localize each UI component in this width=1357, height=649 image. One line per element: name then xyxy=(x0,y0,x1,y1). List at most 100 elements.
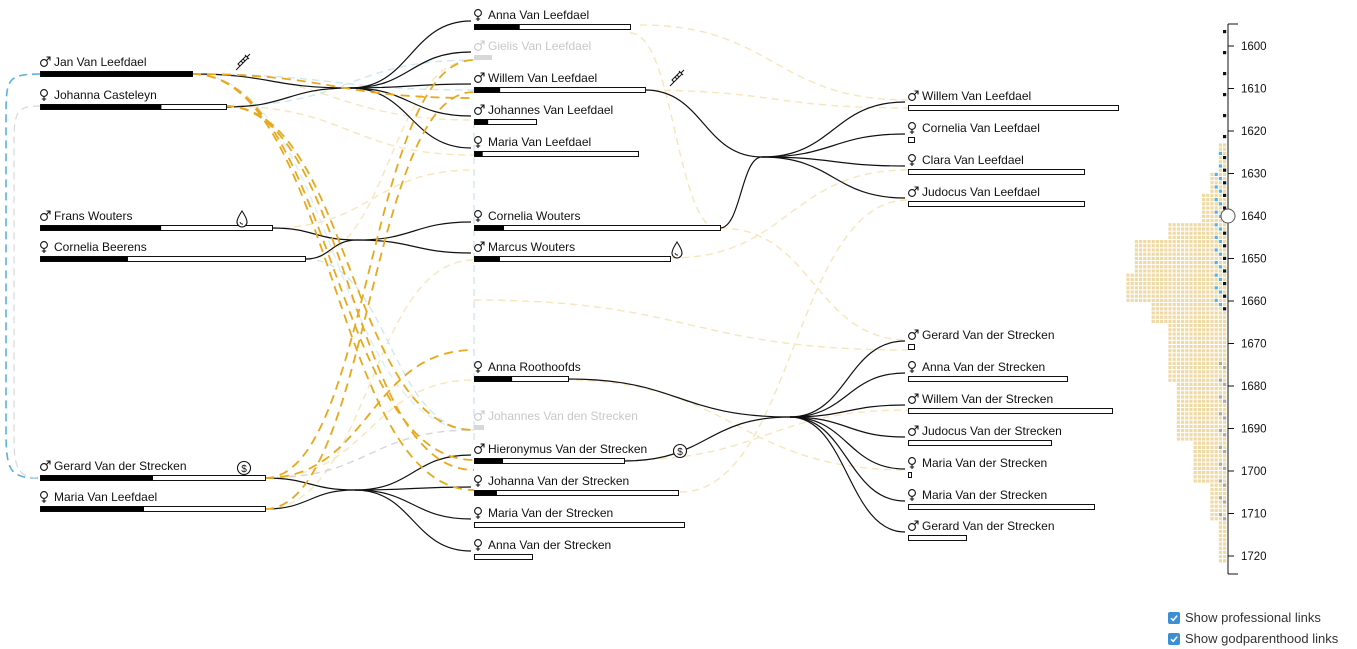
lifespan-fill xyxy=(474,119,489,125)
lifespan-fill xyxy=(474,376,513,382)
person-node[interactable]: Gielis Van Leefdael xyxy=(474,39,591,60)
background-link xyxy=(304,258,475,431)
family-link xyxy=(761,133,906,158)
male-icon xyxy=(908,90,919,101)
person-node[interactable]: Marcus Wouters xyxy=(474,240,683,262)
family-link xyxy=(789,404,906,418)
male-icon xyxy=(908,425,919,436)
female-icon xyxy=(908,361,916,373)
person-node[interactable]: Maria Van der Strecken xyxy=(908,488,1095,510)
person-name: Johannes Van Leefdael xyxy=(488,103,613,117)
lifespan-fill xyxy=(474,490,497,496)
person-node[interactable]: Anna Roothoofds xyxy=(474,360,581,382)
lifespan-bar xyxy=(908,105,1119,111)
timeline-tick-label: 1610 xyxy=(1241,84,1267,96)
background-link xyxy=(224,105,475,156)
person-node[interactable]: Frans Wouters xyxy=(40,209,273,231)
family-link xyxy=(349,87,472,117)
person-name: Johanna Van der Strecken xyxy=(488,474,629,488)
lifespan-bar xyxy=(908,376,1068,382)
background-link xyxy=(191,73,475,431)
person-node[interactable]: Jan Van Leefdael xyxy=(40,53,251,77)
background-link xyxy=(639,89,909,109)
male-icon xyxy=(908,520,919,531)
male-icon xyxy=(908,393,919,404)
person-node[interactable]: Johannes Van den Strecken xyxy=(474,409,638,430)
person-node[interactable]: Johanna Van der Strecken xyxy=(474,474,679,496)
person-node[interactable]: Gerard Van der Strecken xyxy=(908,328,1055,350)
lifespan-bar xyxy=(908,408,1113,414)
lifespan-fill xyxy=(474,24,520,30)
background-link xyxy=(264,379,475,479)
person-node[interactable]: Judocus Van Leefdael xyxy=(908,185,1085,207)
family-link xyxy=(761,101,906,158)
person-node[interactable]: Willem Van der Strecken xyxy=(908,392,1113,414)
family-link xyxy=(354,489,472,520)
godparenthood-links-toggle[interactable]: Show godparenthood links xyxy=(1168,628,1338,649)
background-link xyxy=(623,409,909,461)
person-name: Maria Van Leefdael xyxy=(54,490,157,504)
female-icon xyxy=(474,210,482,222)
person-node[interactable]: Johanna Casteleyn xyxy=(40,88,227,110)
timeline-tick-label: 1630 xyxy=(1241,169,1267,181)
person-node[interactable]: Maria Van der Strecken xyxy=(908,456,1048,478)
person-node[interactable]: Gerard Van der Strecken$ xyxy=(40,459,266,481)
male-icon xyxy=(474,241,485,252)
family-link xyxy=(354,454,472,491)
family-link xyxy=(789,372,906,418)
person-name: Hieronymus Van der Strecken xyxy=(488,442,647,456)
person-node[interactable]: Anna Van der Strecken xyxy=(474,538,612,560)
lifespan-bar xyxy=(908,137,915,143)
person-node[interactable]: Anna Van der Strecken xyxy=(908,360,1068,382)
godparenthood-links-label: Show godparenthood links xyxy=(1185,631,1339,646)
person-name: Maria Van der Strecken xyxy=(922,488,1047,502)
person-node[interactable]: Judocus Van der Strecken xyxy=(908,424,1062,446)
female-icon xyxy=(908,154,916,166)
person-node[interactable]: Willem Van Leefdael xyxy=(474,69,685,93)
lifespan-bar xyxy=(474,490,679,496)
professional-links-toggle[interactable]: Show professional links xyxy=(1168,607,1338,628)
person-node[interactable]: Hieronymus Van der Strecken $ xyxy=(474,442,688,464)
person-node[interactable]: Willem Van Leefdael xyxy=(908,89,1119,111)
timeline-tick-label: 1710 xyxy=(1241,509,1267,521)
male-icon xyxy=(40,460,51,471)
timeline-tick-label: 1650 xyxy=(1241,254,1267,266)
person-node[interactable]: Maria Van der Strecken xyxy=(474,506,685,528)
person-name: Anna Van der Strecken xyxy=(922,360,1045,374)
timeline-tick-label: 1640 xyxy=(1241,211,1267,223)
dollar-icon: $ xyxy=(672,443,688,459)
family-link xyxy=(761,156,906,167)
person-node[interactable]: Johannes Van Leefdael xyxy=(474,103,614,125)
person-node[interactable]: Cornelia Van Leefdael xyxy=(908,121,1040,143)
person-node[interactable]: Anna Van Leefdael xyxy=(474,8,631,30)
male-icon xyxy=(40,56,51,67)
professional-link xyxy=(264,349,475,479)
lifespan-fill xyxy=(40,475,153,481)
family-link xyxy=(644,89,763,158)
family-link xyxy=(264,489,356,510)
person-node[interactable]: Clara Van Leefdael xyxy=(908,153,1085,175)
person-node[interactable]: Cornelia Wouters xyxy=(474,209,721,231)
female-icon xyxy=(40,241,48,253)
person-node[interactable]: Cornelia Beerens xyxy=(40,240,306,262)
background-link xyxy=(304,59,475,260)
family-link xyxy=(789,416,906,470)
person-node[interactable]: Maria Van Leefdael xyxy=(40,490,266,512)
lifespan-bar xyxy=(908,440,1052,446)
timeline-handle[interactable] xyxy=(1220,208,1236,224)
drop-icon xyxy=(236,210,248,228)
timeline-tick-label: 1700 xyxy=(1241,466,1267,478)
lifespan-bar xyxy=(908,201,1085,207)
male-icon xyxy=(40,210,51,221)
person-node[interactable]: Maria Van Leefdael xyxy=(474,135,639,157)
family-link xyxy=(354,489,472,552)
timeline-tick-label: 1670 xyxy=(1241,339,1267,351)
person-node[interactable]: Gerard Van der Strecken xyxy=(908,519,1055,541)
background-link xyxy=(224,59,475,107)
female-icon xyxy=(474,507,482,519)
checkbox-icon[interactable] xyxy=(1168,611,1180,624)
family-link xyxy=(191,73,351,89)
checkbox-icon[interactable] xyxy=(1168,632,1180,645)
timeline-tick-label: 1720 xyxy=(1241,551,1267,563)
